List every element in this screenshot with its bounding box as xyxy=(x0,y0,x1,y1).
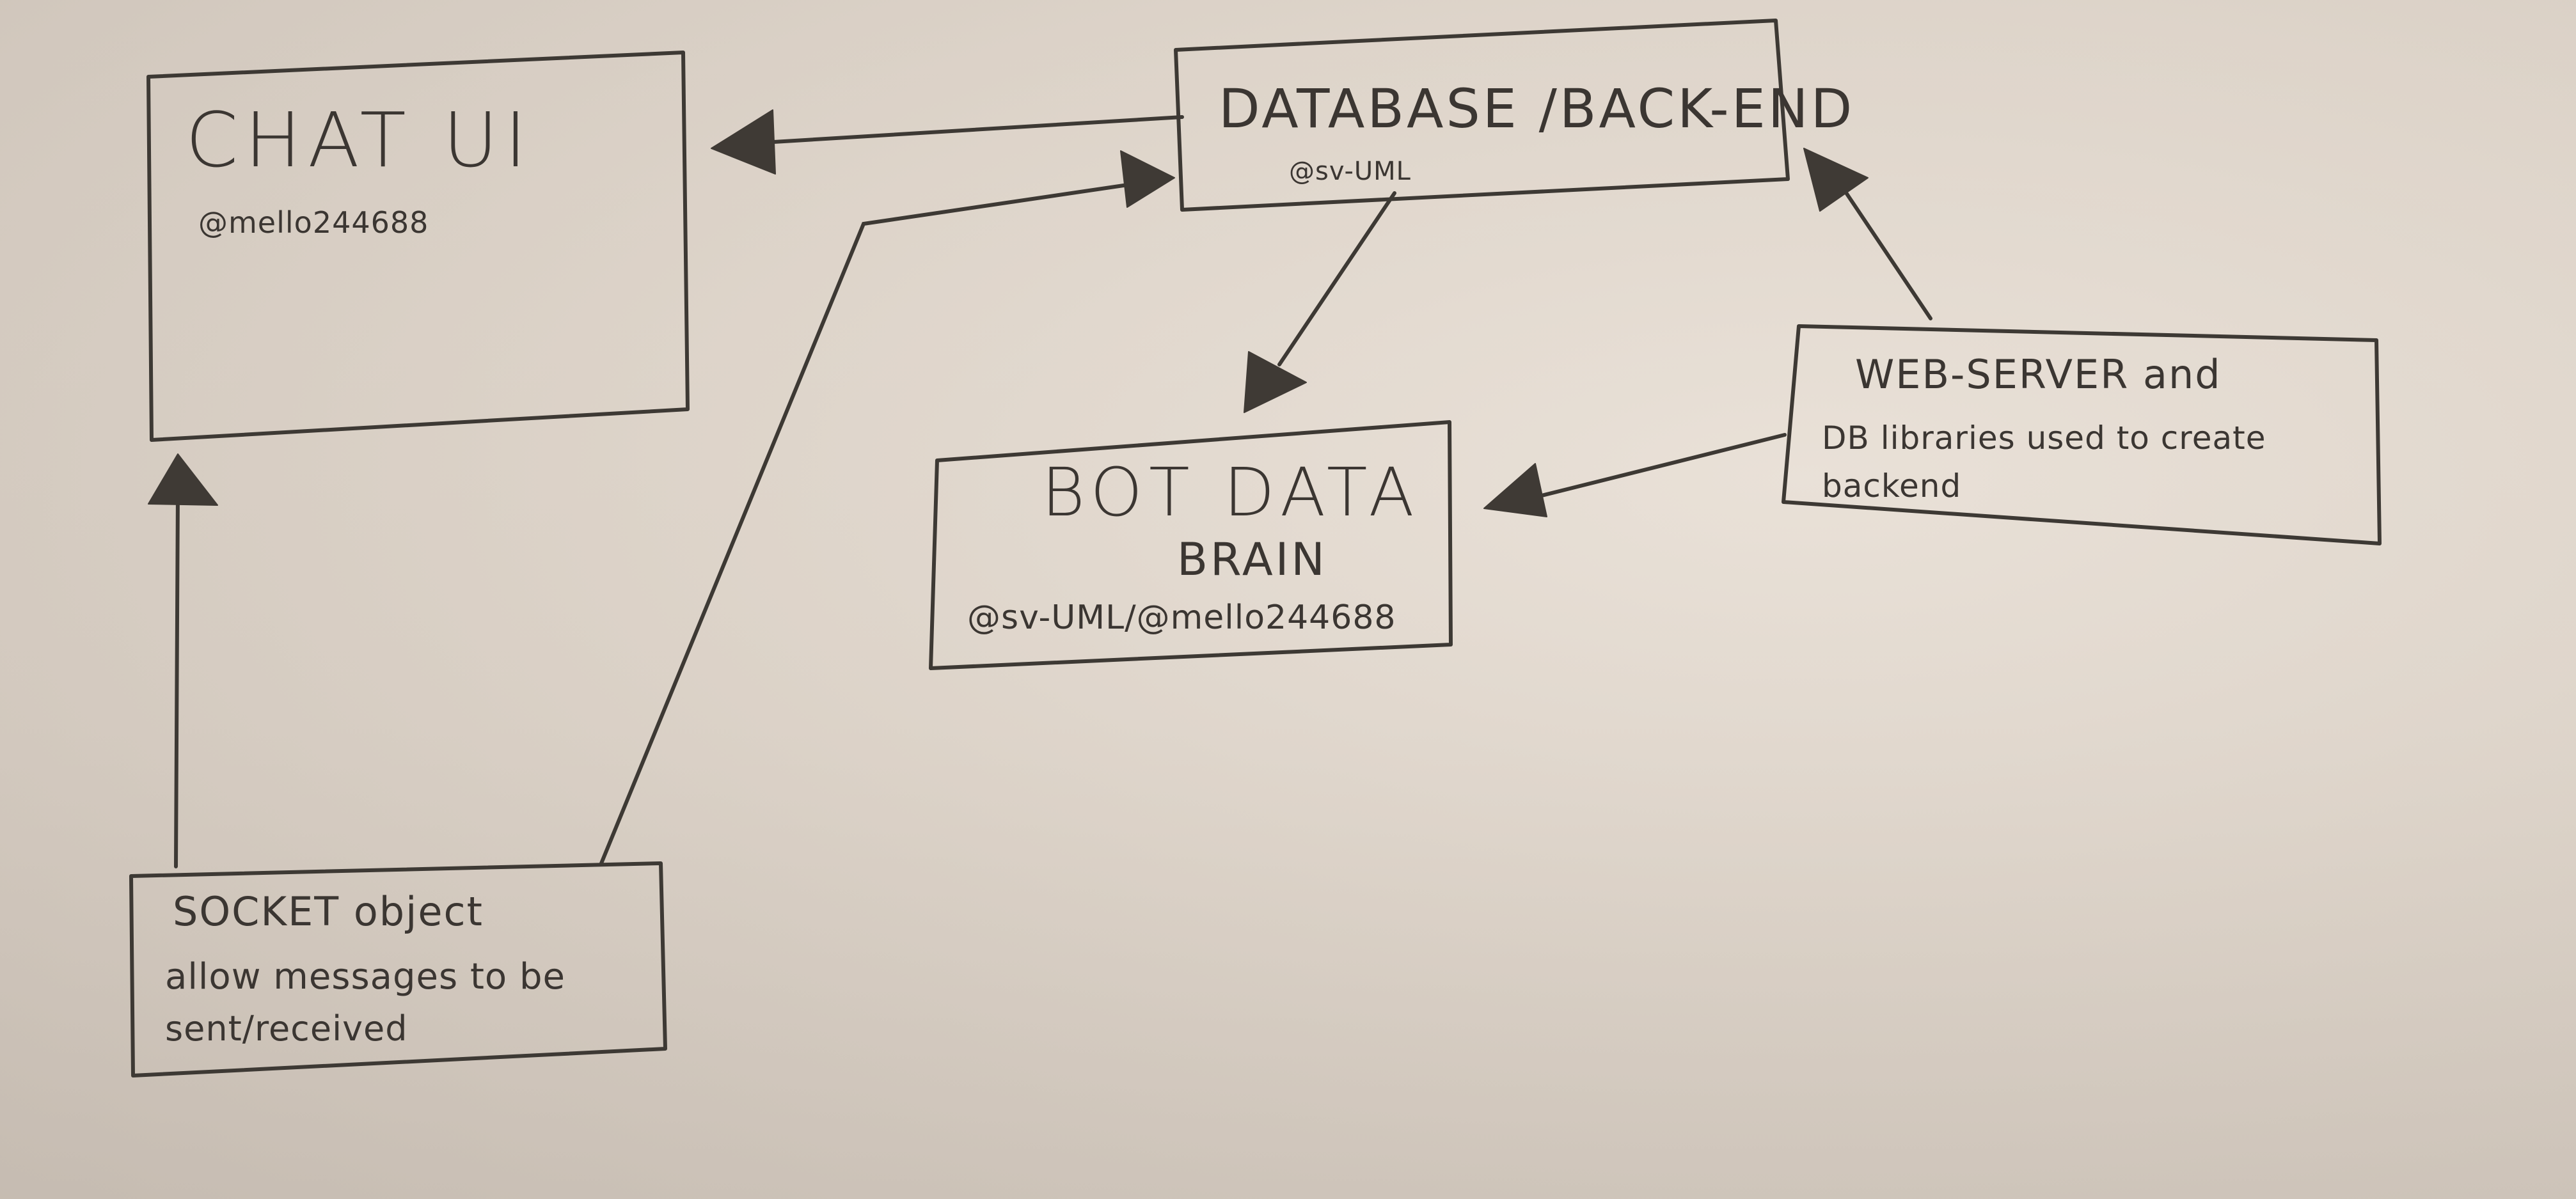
bot-brain-title-line1: BOT DATA xyxy=(1041,453,1421,531)
web-server-line2: DB libraries used to create xyxy=(1822,419,2266,457)
bot-brain-handle: @sv-UML/@mello244688 xyxy=(967,599,1396,637)
arrowhead-bot-brain-top xyxy=(1244,351,1307,413)
arrow-database-to-chat-ui xyxy=(740,115,1184,146)
socket-line3: sent/received xyxy=(165,1008,408,1049)
bot-brain-box[interactable] xyxy=(929,420,1453,670)
chat-ui-title: CHAT UI xyxy=(186,96,533,184)
chat-ui-box[interactable] xyxy=(146,51,690,442)
arrowhead-bot-brain-right xyxy=(1483,463,1547,517)
arrowhead-chat-ui-bottom xyxy=(148,453,218,506)
web-server-line1: WEB-SERVER and xyxy=(1855,351,2222,398)
socket-line1: SOCKET object xyxy=(173,888,484,935)
database-title: DATABASE /BACK-END xyxy=(1219,77,1855,140)
arrowhead-database-right xyxy=(1803,148,1869,212)
arrow-web-server-to-bot-brain xyxy=(1527,433,1787,501)
arrowhead-chat-ui xyxy=(711,109,776,175)
arrowhead-database xyxy=(1120,150,1175,208)
database-box[interactable] xyxy=(1174,19,1790,212)
arrow-web-server-to-database xyxy=(1844,190,1932,320)
web-server-box[interactable] xyxy=(1782,324,2382,545)
web-server-line3: backend xyxy=(1822,467,1962,505)
database-handle: @sv-UML xyxy=(1289,157,1411,186)
bot-brain-title-line2: BRAIN xyxy=(1177,533,1327,586)
socket-box[interactable] xyxy=(129,861,667,1078)
arrow-database-to-bot-brain xyxy=(1277,191,1396,366)
arrow-socket-to-chat-ui xyxy=(174,490,180,868)
arrow-socket-to-database xyxy=(599,182,1134,865)
chat-ui-handle: @mello244688 xyxy=(198,205,429,240)
socket-line2: allow messages to be xyxy=(165,956,565,998)
